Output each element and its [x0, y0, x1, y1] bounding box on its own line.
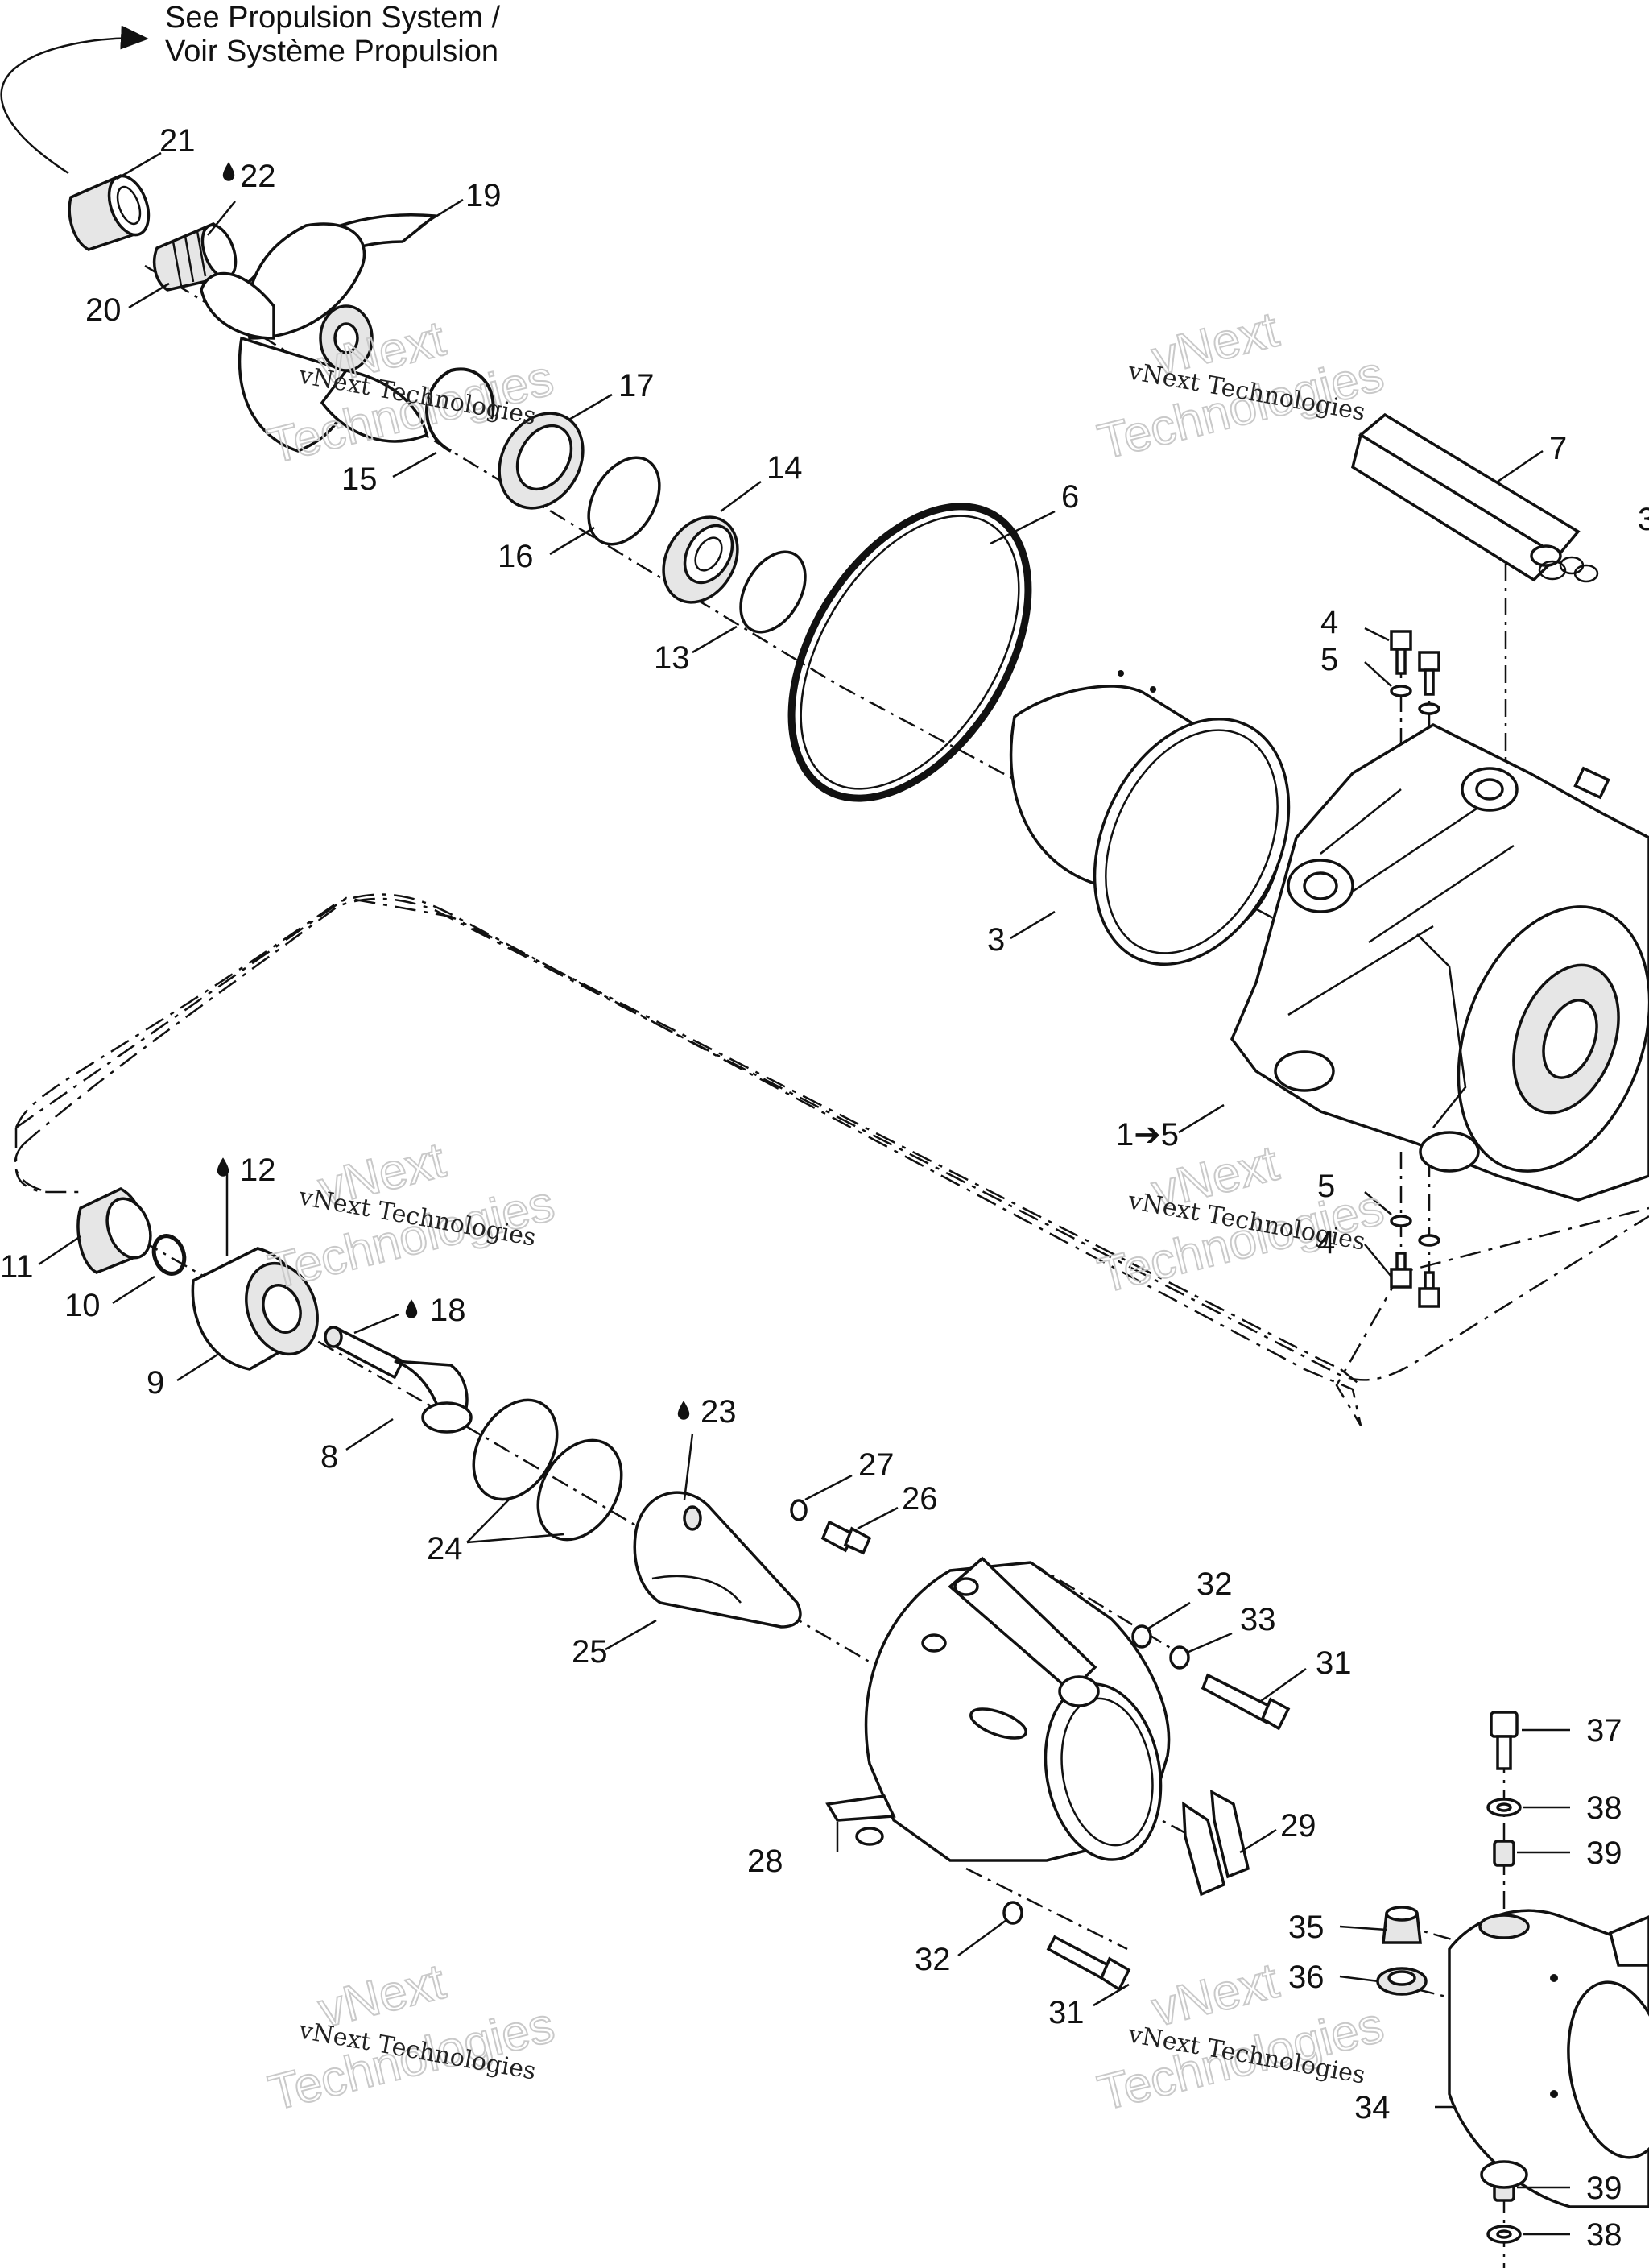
label-8: 8 — [320, 1439, 338, 1475]
label-11: 11 — [0, 1249, 34, 1285]
oil-drop-icon — [217, 1157, 229, 1177]
label-28: 28 — [747, 1844, 783, 1879]
label-31-upper: 31 — [1316, 1645, 1352, 1681]
part-11-cap — [76, 1187, 152, 1274]
label-38-upper: 38 — [1586, 1790, 1622, 1826]
label-27: 27 — [858, 1447, 895, 1483]
part-35-36-bushings — [1376, 1906, 1428, 1996]
part-13-o-ring — [739, 550, 807, 634]
label-38-lower: 38 — [1586, 2217, 1622, 2253]
part-9-bearing-housing — [191, 1247, 319, 1371]
label-39-lower: 39 — [1586, 2171, 1622, 2206]
label-10: 10 — [64, 1288, 101, 1323]
label-31-lower: 31 — [1048, 1995, 1085, 2030]
part-28-nozzle-housing — [825, 1556, 1171, 1862]
label-6: 6 — [1061, 479, 1079, 515]
label-12: 12 — [240, 1153, 276, 1188]
label-35: 35 — [1288, 1910, 1325, 1945]
label-24: 24 — [427, 1531, 463, 1566]
label-39-upper: 39 — [1586, 1836, 1622, 1871]
part-3-liner — [1009, 670, 1291, 966]
part-14-bearing — [662, 515, 739, 604]
oil-drop-icon — [222, 162, 235, 181]
label-26: 26 — [902, 1481, 938, 1517]
label-22: 22 — [240, 159, 276, 194]
part-4-5-fasteners-lower — [1390, 1215, 1440, 1308]
label-16: 16 — [498, 539, 534, 574]
label-29: 29 — [1280, 1808, 1316, 1844]
label-32-lower: 32 — [915, 1942, 951, 1977]
part-number-labels: 21 22 19 20 15 17 16 14 13 6 3 7 3 4 5 1… — [0, 123, 1649, 2253]
part-24-o-rings — [472, 1398, 623, 1542]
label-21: 21 — [159, 123, 196, 159]
header-line-2: Voir Système Propulsion — [165, 35, 498, 68]
label-7: 7 — [1549, 431, 1567, 466]
leader-lines — [38, 151, 1570, 2236]
header-arrow — [0, 25, 149, 175]
part-8-shaft — [324, 1326, 473, 1434]
part-4-5-fasteners-upper — [1390, 630, 1440, 715]
label-3: 3 — [987, 922, 1005, 958]
label-17: 17 — [618, 368, 655, 404]
label-34: 34 — [1354, 2090, 1391, 2125]
watermark-bottom-left: vNext Technologies — [262, 1953, 560, 2122]
part-21-cap — [68, 174, 151, 251]
part-22-bushing — [153, 222, 238, 292]
label-15: 15 — [341, 461, 378, 497]
part-31-33-fasteners-upper — [1131, 1624, 1291, 1731]
part-29-hoses — [1182, 1789, 1250, 1897]
part-16-o-ring — [587, 456, 661, 546]
label-4-upper: 4 — [1320, 605, 1338, 640]
label-1-to-5: 1➔5 — [1116, 1117, 1179, 1153]
label-5-upper: 5 — [1320, 642, 1338, 677]
label-25: 25 — [572, 1634, 608, 1670]
axis-line-4-5-lower — [1399, 1152, 1431, 1281]
part-27-washer — [790, 1499, 808, 1521]
oil-drop-icon — [405, 1299, 418, 1318]
watermark-bottom-right: vNext Technologies — [1092, 1952, 1390, 2123]
label-19: 19 — [465, 178, 502, 213]
part-25-cone — [633, 1491, 802, 1629]
part-6-wear-ring — [787, 503, 1032, 802]
label-14: 14 — [767, 450, 803, 486]
part-26-screw — [820, 1520, 872, 1555]
label-23: 23 — [701, 1394, 737, 1430]
label-37: 37 — [1586, 1713, 1622, 1749]
label-36: 36 — [1288, 1960, 1325, 1995]
part-17-seal — [498, 412, 585, 510]
label-4-lower: 4 — [1317, 1225, 1335, 1260]
part-10-ring — [151, 1234, 187, 1276]
part-31-32-fasteners-lower — [1002, 1901, 1131, 1992]
label-5-lower: 5 — [1317, 1169, 1335, 1204]
label-18: 18 — [430, 1293, 466, 1328]
header: See Propulsion System / Voir Système Pro… — [0, 1, 501, 175]
label-13: 13 — [654, 640, 690, 676]
oil-drop-icon — [677, 1401, 690, 1420]
subassembly-boundary — [14, 893, 1649, 1426]
label-32-upper: 32 — [1196, 1566, 1233, 1602]
label-9: 9 — [147, 1365, 164, 1401]
header-line-1: See Propulsion System / — [165, 1, 501, 35]
label-20: 20 — [85, 292, 122, 328]
part-7-support — [1350, 412, 1599, 583]
part-19-impeller — [200, 213, 439, 453]
part-15-circlip — [425, 367, 495, 453]
label-3b: 3 — [1638, 502, 1649, 537]
part-34-steering-nozzle — [1448, 1909, 1649, 2208]
subassembly-boundary-main — [14, 897, 1649, 1381]
part-1-pump-housing — [1230, 723, 1649, 1202]
label-33: 33 — [1240, 1602, 1276, 1637]
